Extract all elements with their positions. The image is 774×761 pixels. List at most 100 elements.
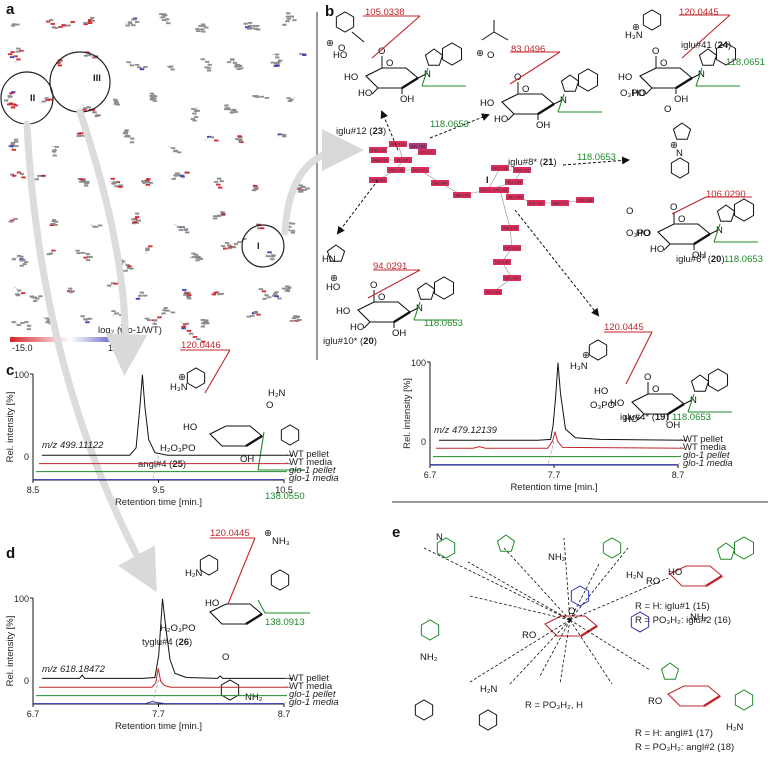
compound-25-label: angl#4 (25) [138, 459, 186, 470]
sugar-ho: HO [358, 88, 372, 99]
y-tick-0: 0 [24, 676, 29, 686]
cluster-iii-circle[interactable] [49, 51, 111, 113]
frag-red-25: 120.0446 [181, 340, 221, 351]
network-node [15, 23, 20, 26]
network-node [195, 28, 200, 30]
cluster-node[interactable] [453, 192, 471, 198]
trace-leader [679, 438, 688, 442]
cluster-node[interactable] [501, 225, 519, 231]
cluster-node[interactable] [371, 157, 389, 163]
cluster-node[interactable] [369, 147, 387, 153]
rt-guide [152, 455, 159, 481]
cluster-node[interactable] [527, 200, 545, 206]
cluster-node[interactable] [484, 289, 502, 295]
network-node [217, 214, 222, 217]
cluster-i-circle[interactable] [241, 224, 285, 268]
cluster-node[interactable] [389, 141, 407, 147]
network-node [221, 213, 226, 216]
network-node [147, 319, 152, 322]
network-node [9, 92, 14, 95]
network-node [16, 254, 22, 257]
amine-3: H₂N [480, 684, 498, 695]
network-node [143, 66, 148, 68]
network-node [129, 141, 135, 144]
cluster-i-label: I [257, 241, 260, 252]
network-node [120, 260, 126, 263]
o: O [626, 206, 633, 217]
cluster-node[interactable] [409, 143, 427, 149]
bond [409, 307, 419, 313]
cluster-node-label: 467.051 [396, 158, 411, 162]
network-node [97, 224, 103, 227]
substituent-link-0 [423, 547, 571, 621]
cluster-node[interactable] [505, 179, 523, 185]
trace-label-2: glo-1 pellet [683, 450, 730, 461]
fragment-green-line [687, 393, 695, 413]
cluster-node[interactable] [394, 157, 412, 163]
trace-label-0: WT pellet [289, 673, 329, 684]
glucose-ring [639, 67, 693, 89]
network-node [265, 255, 271, 258]
network-node [52, 154, 57, 157]
y-axis-label: Rel. intensity [%] [5, 616, 16, 687]
network-node [165, 309, 170, 312]
cluster-node-label: 501.149 [505, 276, 521, 280]
network-node [135, 297, 141, 300]
colorbar-label: log₂ (glo-1/WT) [98, 325, 162, 336]
cluster-node[interactable] [491, 165, 509, 171]
network-node [114, 185, 119, 188]
y-tick-0: 0 [24, 452, 29, 462]
ammonium: H₃N [625, 30, 643, 41]
wedge-bond [705, 574, 723, 588]
ammonium: H₃N [170, 382, 188, 393]
anthranilate-ring-e [734, 689, 754, 711]
bond [637, 413, 645, 421]
amine: H₂N [268, 388, 286, 399]
trace-label-3: glo-1 media [289, 697, 339, 708]
cluster-node[interactable] [491, 187, 509, 193]
cluster-node[interactable] [418, 149, 436, 155]
amine: H₂N [626, 570, 644, 581]
amine-e: H₂N [726, 722, 744, 733]
y-axis-label: Rel. intensity [%] [402, 378, 413, 449]
cluster-node[interactable] [503, 275, 521, 281]
cluster-node[interactable] [503, 245, 521, 251]
cluster-node[interactable] [493, 259, 511, 265]
x-tick-label: 9.5 [152, 485, 165, 495]
tyramine-ring [570, 585, 590, 607]
glucose-ring [365, 67, 419, 89]
cluster-node[interactable] [411, 167, 429, 173]
anthranilate-ring [186, 367, 206, 389]
trace-leader [285, 677, 294, 681]
network-node [186, 329, 192, 332]
cluster-node[interactable] [506, 194, 524, 200]
trace-0 [42, 374, 293, 456]
rt-guide [152, 679, 159, 705]
trace-leader [679, 454, 682, 458]
cluster-node[interactable] [431, 180, 449, 186]
cluster-node[interactable] [387, 167, 405, 173]
frag-red-line [371, 15, 421, 59]
x-tick-label: 8.7 [672, 470, 685, 480]
network-node [85, 180, 90, 183]
dash-arrow-20b [562, 156, 630, 166]
cluster-circles: II III I [0, 51, 285, 268]
frag-red-19: 120.0445 [604, 322, 644, 333]
network-node [118, 186, 123, 188]
trace-label-0: WT pellet [683, 434, 723, 445]
cluster-node[interactable] [551, 200, 569, 206]
substituent-link-1 [467, 561, 571, 621]
network-node [205, 60, 210, 63]
compound-20a-label: iglu#10* (20) [323, 336, 377, 347]
sugar-ho: HO [336, 306, 350, 317]
ammonium: NH₃ [272, 536, 290, 547]
bond [553, 99, 563, 105]
frag-red-line [681, 14, 731, 59]
glucose-ring [357, 301, 411, 323]
cluster-node[interactable] [513, 167, 531, 173]
indole-pyrrole [716, 542, 736, 560]
network-node [183, 293, 188, 296]
trace-label-1: WT media [683, 442, 727, 453]
cluster-node[interactable] [576, 197, 594, 203]
network-node [230, 109, 236, 112]
